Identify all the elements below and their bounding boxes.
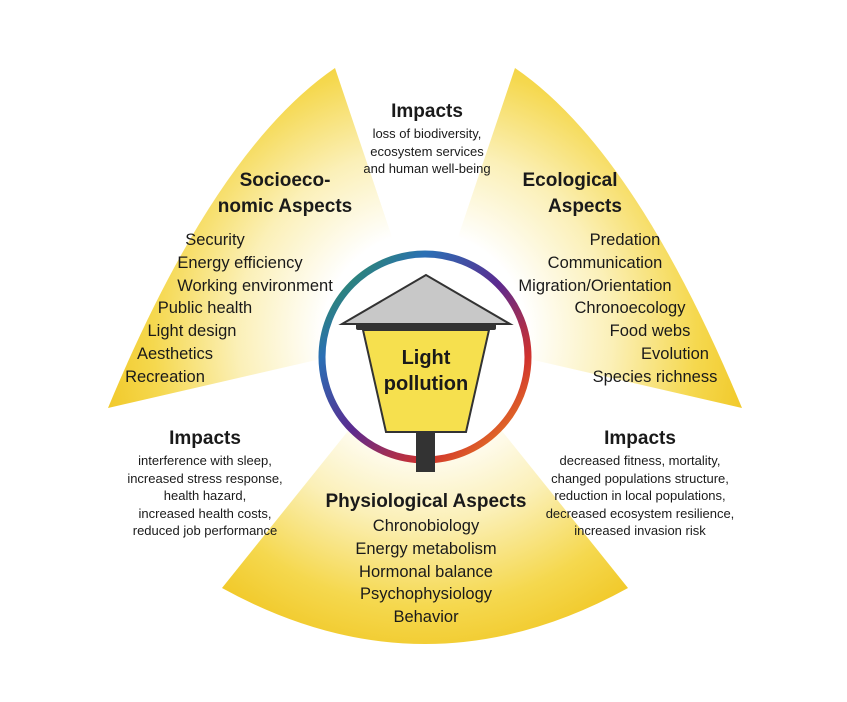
ecological-title-line1: Ecological [522,170,618,191]
center-label-line2: pollution [383,373,469,395]
lamp-roof [338,273,514,325]
socioeconomic-item: Security [185,231,245,249]
impacts-top-line: loss of biodiversity, [372,126,482,141]
center-label: Light pollution [365,345,487,397]
ecological-item: Communication [547,254,663,272]
ecological-item: Migration/Orientation [518,277,672,295]
impacts-left-list: interference with sleep, increased stres… [105,452,305,540]
impacts-top-line: ecosystem services [370,143,484,159]
lamp-pole [416,432,435,472]
ecological-title-line2: Aspects [548,196,622,217]
physiological-item: Chronobiology [372,517,480,535]
impacts-top-list: loss of biodiversity, ecosystem services… [327,125,527,178]
physiological-title: Physiological Aspects [325,491,527,512]
impacts-right-line: decreased fitness, mortality, [559,453,721,468]
impacts-left: Impacts interference with sleep, increas… [105,426,305,540]
impacts-right-list: decreased fitness, mortality, changed po… [535,452,745,540]
physiological-section: Physiological Aspects Chronobiology Ener… [300,489,552,629]
impacts-left-line: interference with sleep, [138,453,272,468]
impacts-left-line: increased health costs, [138,505,272,521]
physiological-list: Chronobiology Energy metabolism Hormonal… [300,515,552,629]
impacts-top-title: Impacts [391,101,463,122]
socioeconomic-title-line2: nomic Aspects [217,196,353,217]
ecological-item: Evolution [641,345,709,363]
socioeconomic-item: Recreation [125,368,205,386]
physiological-item: Energy metabolism [355,539,497,558]
impacts-top: Impacts loss of biodiversity, ecosystem … [327,99,527,178]
physiological-lobe [222,335,628,644]
impacts-left-line: reduced job performance [132,523,278,538]
socioeconomic-item: Aesthetics [136,345,214,363]
ecological-item: Species richness [592,368,718,386]
ecological-item: Predation [589,231,661,249]
ecological-item: Food webs [609,322,691,340]
socioeconomic-item: Public health [157,299,253,317]
physiological-item: Psychophysiology [359,585,493,604]
impacts-right-title: Impacts [604,428,676,449]
physiological-item: Behavior [393,608,459,627]
impacts-right-line: increased invasion risk [574,523,706,538]
center-label-line1: Light [401,347,451,369]
impacts-right-line: changed populations structure, [551,470,729,486]
socioeconomic-item: Working environment [177,277,333,295]
ecological-title: Ecological Aspects [500,168,640,220]
socioeconomic-item: Energy efficiency [177,254,303,272]
socioeconomic-title-line1: Socioeco- [239,170,331,191]
street-lamp-icon [338,273,514,472]
impacts-left-title: Impacts [169,428,241,449]
impacts-right: Impacts decreased fitness, mortality, ch… [535,426,745,540]
impacts-top-line: and human well-being [363,161,491,176]
ecological-item: Chronoecology [574,299,686,317]
socioeconomic-item: Light design [147,322,237,340]
impacts-left-line: increased stress response, [127,470,283,486]
impacts-right-line: reduction in local populations, [554,488,726,503]
impacts-left-line: health hazard, [163,488,247,503]
physiological-item: Hormonal balance [359,562,493,581]
socioeconomic-title: Socioeco- nomic Aspects [200,168,370,220]
impacts-right-line: decreased ecosystem resilience, [545,505,735,521]
